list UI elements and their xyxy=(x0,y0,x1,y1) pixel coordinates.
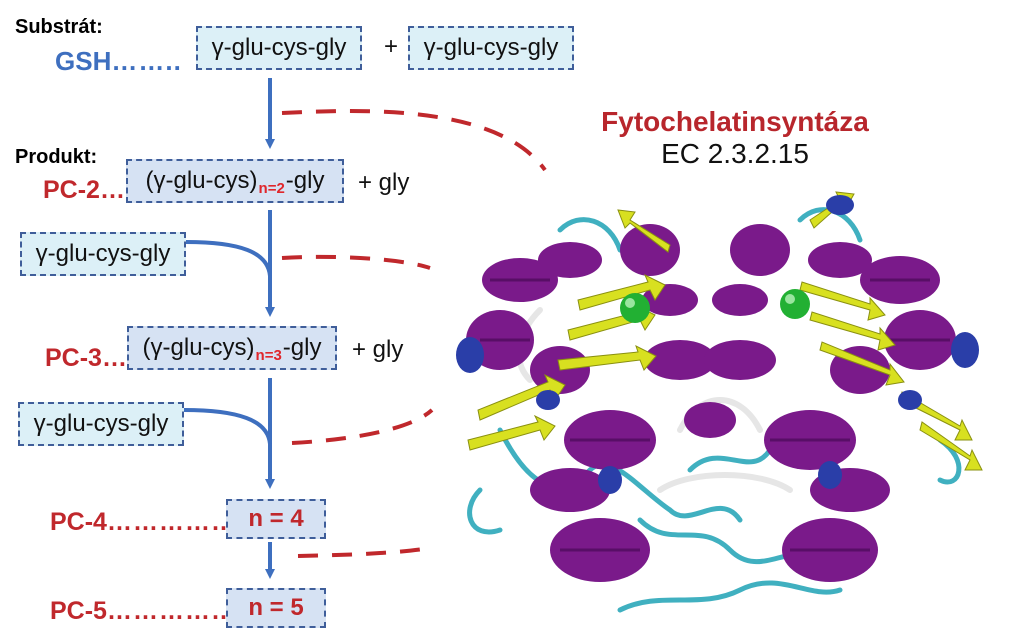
pc3-box: (γ-glu-cys)n=3-gly xyxy=(127,326,337,370)
dash-connector-4 xyxy=(297,546,431,558)
pc4-n: n = 4 xyxy=(248,505,304,532)
substrate-heading: Substrát: xyxy=(15,16,103,38)
enzyme-name: Fytochelatinsyntáza xyxy=(601,106,869,137)
substrate-box-2-text: γ-glu-cys-gly xyxy=(423,34,559,61)
enzyme-title: Fytochelatinsyntáza EC 2.3.2.15 xyxy=(590,106,880,170)
product-heading: Produkt: xyxy=(15,146,98,168)
enzyme-ec: EC 2.3.2.15 xyxy=(661,138,809,169)
pc5-dots: ……………. xyxy=(106,597,245,625)
dash-connector-1 xyxy=(281,109,547,172)
pc2-dots: … xyxy=(99,176,126,204)
dash-connector-3 xyxy=(291,408,434,445)
pc2-plus-gly: + gly xyxy=(358,169,410,196)
gsh-label-row: GSH…….. xyxy=(55,46,182,77)
pc3-plus-gly: + gly xyxy=(352,336,404,363)
pc4-label: PC-4 xyxy=(50,508,107,536)
pc5-n: n = 5 xyxy=(248,594,304,621)
pc4-dots: ……………. xyxy=(106,508,245,536)
pc3-sub: n=3 xyxy=(255,346,282,364)
substrate-box-1: γ-glu-cys-gly xyxy=(196,26,362,70)
pc4-box: n = 4 xyxy=(226,499,326,539)
pc4-label-row: PC-4……………. xyxy=(50,508,245,537)
pc3-pre: (γ-glu-cys) xyxy=(142,334,255,361)
pc3-label-row: PC-3… xyxy=(45,344,128,373)
pc3-post: -gly xyxy=(282,334,322,361)
sheet-regions xyxy=(467,191,983,471)
substrate-plus: + xyxy=(384,33,399,60)
pc3-dots: … xyxy=(101,344,128,372)
add-gsh-box-1: γ-glu-cys-gly xyxy=(20,232,186,276)
pc5-label-row: PC-5……………. xyxy=(50,597,245,626)
substrate-box-2: γ-glu-cys-gly xyxy=(408,26,574,70)
arrow-merge-1 xyxy=(185,240,272,277)
pc2-sub: n=2 xyxy=(258,179,285,197)
add-gsh-box-1-text: γ-glu-cys-gly xyxy=(35,240,171,267)
pc5-label: PC-5 xyxy=(50,597,107,625)
pc2-post: -gly xyxy=(285,167,325,194)
gsh-label: GSH xyxy=(55,46,112,76)
dash-connector-2 xyxy=(281,254,431,270)
pc2-label-row: PC-2… xyxy=(43,176,126,205)
add-gsh-box-2: γ-glu-cys-gly xyxy=(18,402,184,446)
add-gsh-box-2-text: γ-glu-cys-gly xyxy=(33,410,169,437)
metal-ions xyxy=(620,289,810,323)
gsh-dots: …….. xyxy=(111,46,182,76)
pc2-box: (γ-glu-cys)n=2-gly xyxy=(126,159,344,203)
pc3-label: PC-3 xyxy=(45,344,102,372)
protein-structure-image xyxy=(456,191,983,613)
substrate-box-1-text: γ-glu-cys-gly xyxy=(211,34,347,61)
pc5-box: n = 5 xyxy=(226,588,326,628)
arrow-merge-2 xyxy=(183,408,272,445)
pc2-pre: (γ-glu-cys) xyxy=(145,167,258,194)
turn-regions xyxy=(456,195,979,494)
pc2-label: PC-2 xyxy=(43,176,100,204)
